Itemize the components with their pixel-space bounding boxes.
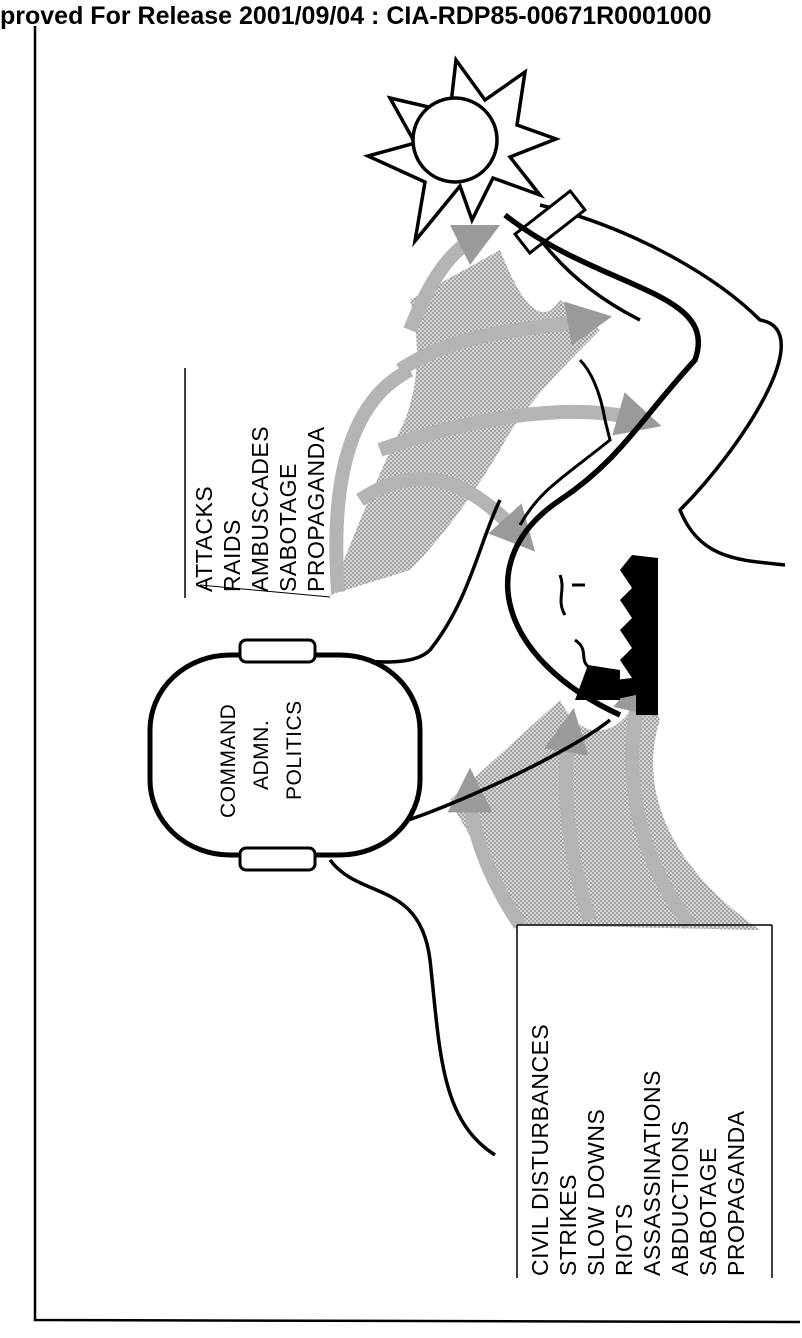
list-item: STRIKES [555, 1174, 581, 1276]
list-item: SABOTAGE [275, 463, 301, 592]
factory-icon [558, 555, 658, 715]
list-item: AMBUSCADES [247, 426, 273, 592]
hub-label-politics: POLITICS [283, 700, 306, 800]
upper-flow-arrows [329, 224, 662, 595]
upper-list-baseline [199, 584, 331, 598]
upper-action-list: ATTACKS RAIDS AMBUSCADES SABOTAGE PROPAG… [191, 426, 329, 592]
list-item: ASSASSINATIONS [639, 1070, 665, 1276]
lower-flow-arrows [447, 668, 760, 930]
lower-activity-list: CIVIL DISTURBANCES STRIKES SLOW DOWNS RI… [527, 1024, 749, 1276]
page-frame [33, 26, 801, 1324]
main-curve [503, 212, 701, 718]
hub-label-command: COMMAND [217, 704, 240, 818]
list-item: ABDUCTIONS [667, 1120, 693, 1276]
list-item: RIOTS [611, 1203, 637, 1276]
target-core [411, 96, 499, 184]
list-item: CIVIL DISTURBANCES [527, 1024, 553, 1276]
list-item: SABOTAGE [695, 1147, 721, 1276]
list-item: RAIDS [219, 519, 245, 592]
hub-tab-top [238, 638, 317, 664]
list-item: ATTACKS [191, 486, 217, 592]
hub-label-admn: ADMN. [250, 720, 273, 790]
release-stamp: proved For Release 2001/09/04 : CIA-RDP8… [0, 2, 712, 30]
list-item: PROPAGANDA [303, 426, 329, 592]
list-item: PROPAGANDA [723, 1110, 749, 1276]
list-item: SLOW DOWNS [583, 1109, 609, 1276]
hub-label-group: COMMAND ADMN. POLITICS [217, 700, 306, 818]
outer-path-line [539, 203, 786, 567]
hub-tab-bottom [238, 846, 317, 872]
